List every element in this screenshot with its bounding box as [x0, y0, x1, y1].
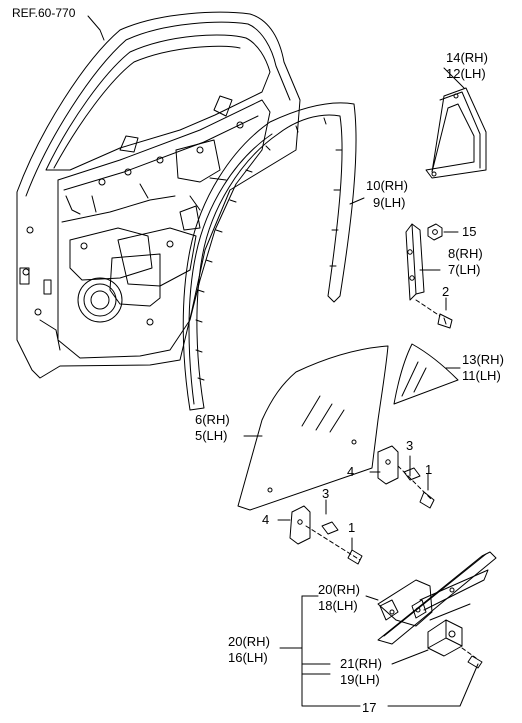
- glass-run-channel: [183, 103, 356, 410]
- callout-7-lh: 7(LH): [448, 262, 481, 277]
- callout-15: 15: [462, 224, 477, 239]
- screw-17-icon: [462, 648, 482, 668]
- door-panel-assembly: [17, 12, 300, 378]
- callout-5-lh: 5(LH): [195, 428, 228, 443]
- callout-4-lower: 4: [262, 512, 270, 527]
- reference-label: REF.60-770: [12, 6, 76, 20]
- callout-13-rh: 13(RH): [462, 352, 504, 367]
- callout-12-lh: 12(LH): [446, 66, 486, 81]
- quarter-glass: [394, 344, 458, 404]
- callout-17: 17: [362, 700, 377, 715]
- callout-1-upper: 1: [425, 462, 433, 477]
- bolt-15-icon: [428, 224, 442, 240]
- callout-8-rh: 8(RH): [448, 246, 483, 261]
- callout-6-rh: 6(RH): [195, 412, 230, 427]
- callout-2: 2: [442, 284, 450, 299]
- callout-10-rh: 10(RH): [366, 178, 408, 193]
- callout-11-lh: 11(LH): [462, 368, 501, 383]
- callout-18-lh: 18(LH): [318, 598, 358, 613]
- callout-19-lh: 19(LH): [340, 672, 380, 687]
- callout-3-upper: 3: [406, 438, 414, 453]
- quarter-window-frame: [426, 88, 486, 178]
- glass-holder-lower: [290, 506, 362, 564]
- callout-21-rh: 21(RH): [340, 656, 382, 671]
- door-glass: [238, 346, 388, 510]
- regulator-motor: [428, 620, 462, 656]
- callout-1-lower: 1: [348, 520, 356, 535]
- callout-16-lh: 16(LH): [228, 650, 268, 665]
- callout-4-upper: 4: [347, 464, 355, 479]
- glass-holder-upper: [378, 446, 434, 508]
- callout-3-lower: 3: [322, 486, 330, 501]
- window-regulator: [378, 552, 496, 644]
- center-sash-channel: [406, 224, 424, 300]
- callout-14-rh: 14(RH): [446, 50, 488, 65]
- callout-20-rh-lower: 20(RH): [228, 634, 270, 649]
- leader-lines: [244, 68, 478, 706]
- screw-2-icon: [416, 300, 452, 328]
- callout-20-rh-upper: 20(RH): [318, 582, 360, 597]
- callout-9-lh: 9(LH): [373, 195, 406, 210]
